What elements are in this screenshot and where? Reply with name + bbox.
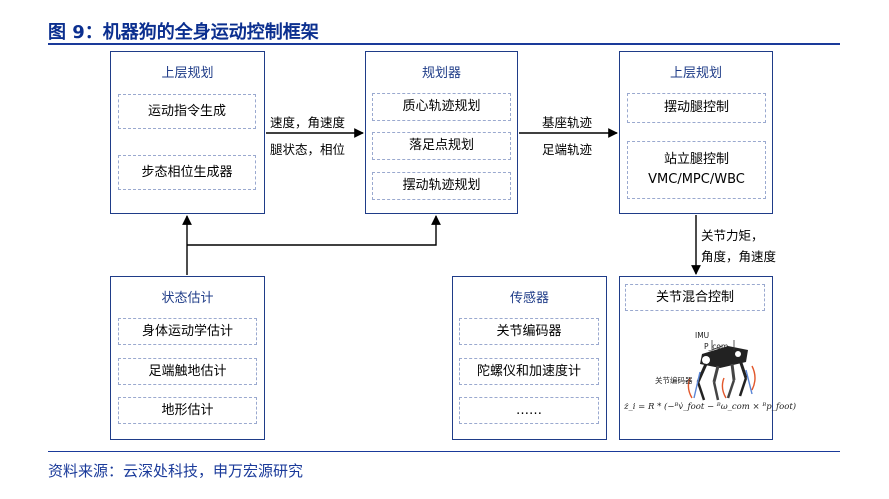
joint-hybrid-control-box: 关节混合控制 xyxy=(619,276,773,440)
sensors-box: 传感器 关节编码器 陀螺仪和加速度计 …… xyxy=(452,276,607,440)
swing-trajectory-planning: 摆动轨迹规划 xyxy=(372,172,511,200)
upper-planning-right-title: 上层规划 xyxy=(669,66,722,81)
footer-rule xyxy=(48,451,840,452)
swing-leg-control: 摆动腿控制 xyxy=(627,93,766,123)
terrain-estimation: 地形估计 xyxy=(118,397,257,424)
upper-planning-right-box: 上层规划 摆动腿控制 站立腿控制 VMC/MPC/WBC xyxy=(619,51,773,214)
label-velocity: 速度，角速度 xyxy=(270,115,346,130)
joint-encoder-label: 关节编码器 xyxy=(655,376,693,385)
foot-velocity-formula: ż_i = R * (−ᴮv̇_foot − ᴮω_com × ᴮp_foot) xyxy=(624,402,797,412)
planner-title: 规划器 xyxy=(421,66,461,81)
figure-title: 图 9：机器狗的全身运动控制框架 xyxy=(48,22,319,43)
label-base-trajectory: 基座轨迹 xyxy=(542,115,593,130)
robot-dog-illustration xyxy=(687,340,756,401)
gyro-accelerometer: 陀螺仪和加速度计 xyxy=(459,358,599,385)
imu-label: IMU xyxy=(695,331,710,340)
upper-planning-left-title: 上层规划 xyxy=(161,66,214,81)
pcom-label: P_com xyxy=(704,342,729,351)
body-kinematics-estimation: 身体运动学估计 xyxy=(118,318,257,345)
gait-phase-generator: 步态相位生成器 xyxy=(118,155,256,190)
com-trajectory-planning: 质心轨迹规划 xyxy=(372,93,511,121)
state-estimation-title: 状态估计 xyxy=(161,291,214,306)
sensors-title: 传感器 xyxy=(509,291,549,306)
stance-leg-control: 站立腿控制 VMC/MPC/WBC xyxy=(627,141,766,199)
source-note: 资料来源：云深处科技，申万宏源研究 xyxy=(48,462,304,480)
label-joint-torque: 关节力矩， xyxy=(701,228,764,243)
label-foot-trajectory: 足端轨迹 xyxy=(542,142,593,157)
foothold-planning: 落足点规划 xyxy=(372,132,511,160)
title-rule xyxy=(48,43,840,45)
foot-contact-estimation: 足端触地估计 xyxy=(118,358,257,385)
joint-hybrid-control: 关节混合控制 xyxy=(625,284,765,311)
more-sensors: …… xyxy=(459,397,599,424)
joint-encoder: 关节编码器 xyxy=(459,318,599,345)
motion-command-generation: 运动指令生成 xyxy=(118,94,256,129)
label-angle-velocity: 角度，角速度 xyxy=(701,249,777,264)
upper-planning-left-box: 上层规划 运动指令生成 步态相位生成器 xyxy=(110,51,265,214)
label-leg-state: 腿状态，相位 xyxy=(270,142,346,157)
state-estimation-box: 状态估计 身体运动学估计 足端触地估计 地形估计 xyxy=(110,276,265,440)
planner-box: 规划器 质心轨迹规划 落足点规划 摆动轨迹规划 xyxy=(365,51,518,214)
arrow-state-to-planner xyxy=(187,215,441,246)
